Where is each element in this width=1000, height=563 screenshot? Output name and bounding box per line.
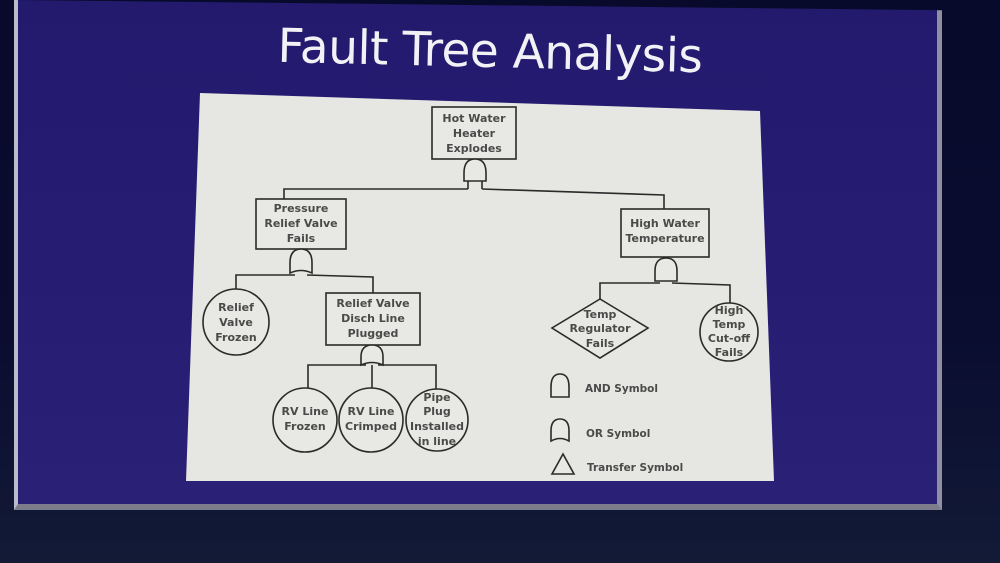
- event-relief-valve-frozen: Relief Valve Frozen: [202, 288, 270, 356]
- legend: AND Symbol OR Symbol Transfer Symbol: [550, 373, 683, 475]
- or-symbol-icon: [550, 418, 570, 443]
- event-pressure-relief-valve-fails: Pressure Relief Valve Fails: [255, 198, 347, 250]
- basic-event-circle: [405, 388, 469, 452]
- connector-rvd-to-ppi: [378, 364, 437, 389]
- connector-prv-to-rvf: [235, 274, 295, 291]
- fault-tree-svg: Hot Water Heater Explodes Pressure Relie…: [186, 93, 774, 481]
- legend-item-or: OR Symbol: [550, 418, 650, 443]
- event-label-line: Valve: [219, 316, 253, 329]
- connector-rvd-to-rvlf: [307, 364, 366, 389]
- event-box: [431, 106, 517, 160]
- event-rv-line-crimped: RV Line Crimped: [338, 387, 404, 453]
- legend-item-and: AND Symbol: [550, 373, 658, 398]
- event-label-line: Relief Valve: [264, 217, 337, 230]
- connector-hwt-to-trf: [599, 282, 660, 299]
- event-relief-valve-disch-line-plugged: Relief Valve Disch Line Plugged: [325, 292, 421, 346]
- event-label-line: Crimped: [345, 420, 397, 433]
- event-label-line: Frozen: [215, 331, 257, 344]
- event-box: [620, 208, 710, 258]
- event-label-line: in line: [418, 435, 456, 448]
- event-label-line: RV Line: [348, 405, 395, 418]
- transfer-symbol-icon: [550, 452, 576, 475]
- event-label-line: Pressure: [274, 202, 329, 215]
- event-label-line: Pipe: [423, 391, 450, 404]
- event-label-line: Heater: [453, 127, 496, 140]
- event-high-temp-cut-off-fails: High Temp Cut-off Fails: [699, 302, 759, 362]
- basic-event-circle: [699, 302, 759, 362]
- event-label-line: Frozen: [284, 420, 326, 433]
- and-gate-icon: [463, 158, 487, 182]
- basic-event-circle: [272, 387, 338, 453]
- event-label-line: Disch Line: [341, 312, 405, 325]
- event-label-line: Temp: [584, 308, 617, 321]
- legend-item-transfer: Transfer Symbol: [550, 452, 683, 475]
- and-symbol-icon: [550, 373, 570, 398]
- event-label-line: Relief: [218, 301, 254, 314]
- fault-tree-diagram: Hot Water Heater Explodes Pressure Relie…: [186, 93, 774, 481]
- event-label-line: Cut-off: [708, 332, 750, 345]
- event-box: [255, 198, 347, 250]
- event-label-line: Fails: [586, 337, 615, 350]
- connector-prv-to-rvd: [306, 274, 374, 293]
- diagram-background: [186, 93, 774, 481]
- event-label-line: Hot Water: [442, 112, 506, 125]
- event-label-line: Explodes: [446, 142, 502, 155]
- event-label-line: Plugged: [348, 327, 399, 340]
- undeveloped-event-diamond: [550, 298, 650, 359]
- event-label-line: Relief Valve: [336, 297, 409, 310]
- connector-top-gate: [467, 181, 483, 189]
- and-gate-icon: [654, 257, 678, 282]
- event-label-line: Temperature: [625, 232, 704, 245]
- event-label-line: RV Line: [282, 405, 329, 418]
- event-label-line: Fails: [287, 232, 316, 245]
- event-label-line: Temp: [713, 318, 746, 331]
- event-box: [325, 292, 421, 346]
- legend-label: Transfer Symbol: [587, 462, 683, 474]
- event-temp-regulator-fails: Temp Regulator Fails: [550, 298, 650, 359]
- event-label-line: High: [715, 304, 744, 317]
- legend-label: OR Symbol: [586, 428, 650, 440]
- event-rv-line-frozen: RV Line Frozen: [272, 387, 338, 453]
- event-label-line: Installed: [410, 420, 464, 433]
- slide-title: Fault Tree Analysis: [277, 18, 703, 85]
- event-label-line: Plug: [423, 405, 451, 418]
- event-pipe-plug-installed-in-line: Pipe Plug Installed in line: [405, 388, 469, 452]
- legend-label: AND Symbol: [585, 383, 658, 395]
- event-high-water-temperature: High Water Temperature: [620, 208, 710, 258]
- event-label-line: Fails: [715, 346, 744, 359]
- event-label-line: Regulator: [569, 322, 631, 335]
- event-label-line: High Water: [630, 217, 700, 230]
- basic-event-circle: [202, 288, 270, 356]
- connector-top-to-hwt: [481, 188, 665, 209]
- or-gate-icon: [360, 344, 384, 367]
- basic-event-circle: [338, 387, 404, 453]
- or-gate-icon: [289, 248, 313, 275]
- connector-hwt-to-htc: [671, 282, 731, 305]
- event-hot-water-heater-explodes: Hot Water Heater Explodes: [431, 106, 517, 160]
